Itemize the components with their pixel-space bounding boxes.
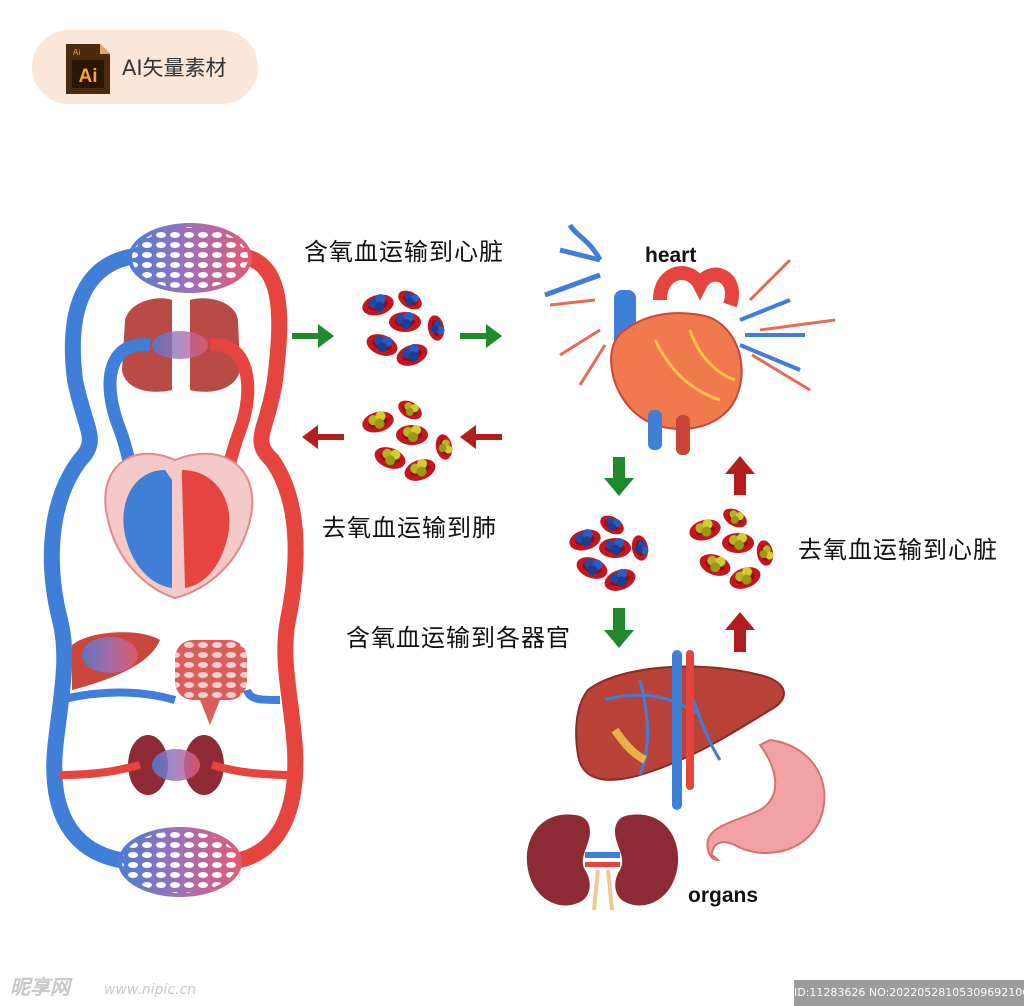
- upper-capillary-net: [132, 227, 248, 289]
- kidneys: [526, 814, 679, 911]
- adobe-illustrator-icon: Ai Ai: [66, 44, 110, 94]
- watermark-bar: 昵享网 www.nipic.cn ID:11283626 NO:20220528…: [0, 975, 1024, 1006]
- label-deoxygenated-to-lungs: 去氧血运输到肺: [322, 514, 497, 542]
- right-heart-chambers: [123, 470, 172, 588]
- label-oxygenated-to-heart: 含氧血运输到心脏: [304, 238, 504, 266]
- label-oxygenated-to-organs: 含氧血运输到各器官: [346, 624, 571, 652]
- watermark-url: www.nipic.cn: [104, 982, 197, 998]
- watermark-id: ID:11283626 NO:20220528105309692106: [794, 980, 1024, 1006]
- svg-text:Ai: Ai: [79, 66, 98, 87]
- oxygenated-cells-right: [566, 511, 651, 595]
- stomach: [706, 738, 826, 862]
- lower-capillary-net: [122, 831, 238, 893]
- arrow-left-2: [460, 425, 502, 449]
- liver: [575, 650, 785, 810]
- left-heart-chambers: [182, 470, 230, 588]
- arrow-down-2: [604, 608, 634, 648]
- arrow-up-1: [725, 456, 755, 495]
- arrow-down-1: [604, 457, 634, 496]
- svg-text:Ai: Ai: [73, 48, 80, 57]
- label-organs: organs: [688, 884, 759, 907]
- arrow-right-1: [292, 324, 334, 348]
- right-kidney-small: [184, 735, 224, 795]
- label-heart: heart: [645, 244, 697, 267]
- deoxygenated-cells-right: [686, 504, 776, 593]
- arrow-left-1: [302, 425, 344, 449]
- deoxygenated-cells-middle: [359, 396, 455, 485]
- badge-label: AI矢量素材: [122, 56, 227, 80]
- arrow-right-2: [460, 324, 502, 348]
- vena-cava-outer: [43, 247, 158, 868]
- arrow-up-2: [725, 612, 755, 652]
- label-deoxygenated-to-heart: 去氧血运输到心脏: [798, 536, 998, 564]
- anatomical-heart: [544, 223, 836, 455]
- oxygenated-cells-top: [359, 286, 447, 370]
- aorta-outer: [222, 247, 304, 868]
- watermark-site: 昵享网: [10, 975, 70, 999]
- left-kidney-small: [128, 735, 168, 795]
